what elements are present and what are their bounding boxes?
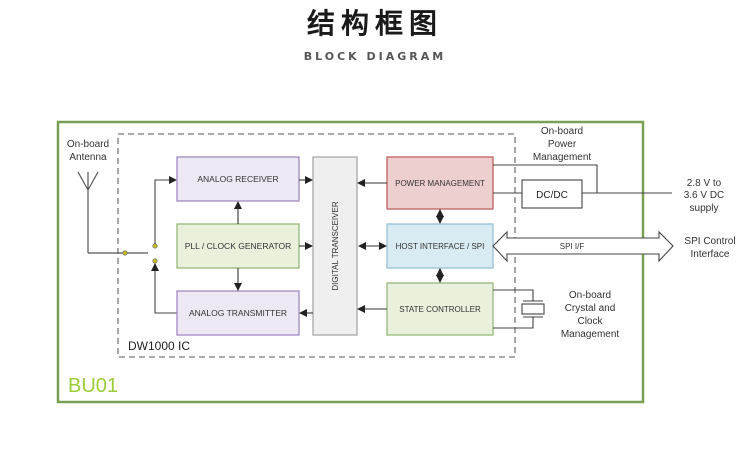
antenna-icon: [77, 171, 148, 254]
pm-bypass-line: [493, 164, 598, 193]
junction-dot: [122, 250, 128, 256]
tx-path: [151, 263, 177, 314]
ic-label: DW1000 IC: [128, 339, 190, 353]
power-label-line3: Management: [533, 152, 592, 163]
crystal-label-line3: Clock: [577, 316, 603, 327]
supply-label-line2: 3.6 V DC: [684, 190, 725, 201]
rx-path: [154, 176, 177, 244]
spi-if-label: SPI I/F: [560, 242, 585, 251]
page-title: 结构框图: [306, 7, 443, 40]
digital-transceiver-block: DIGITAL TRANSCEIVER: [312, 156, 358, 336]
crystal-label-line1: On-board: [569, 290, 611, 301]
pll-clock-label: PLL / CLOCK GENERATOR: [185, 241, 292, 251]
switch-contact-rx: [152, 243, 158, 249]
power-label-line1: On-board: [541, 126, 583, 137]
power-management-block: POWER MANAGEMENT: [386, 156, 494, 210]
supply-label-line1: 2.8 V to: [687, 178, 722, 189]
switch-contact-tx: [152, 258, 158, 264]
state-controller-block: STATE CONTROLLER: [386, 282, 494, 336]
spi-control-label-line1: SPI Control: [684, 236, 735, 247]
pll-clock-block: PLL / CLOCK GENERATOR: [176, 223, 300, 269]
supply-label-line3: supply: [690, 203, 719, 214]
analog-receiver-block: ANALOG RECEIVER: [176, 156, 300, 202]
state-controller-label: STATE CONTROLLER: [399, 305, 481, 314]
host-interface-block: HOST INTERFACE / SPI: [386, 223, 494, 269]
dcdc-block: DC/DC: [521, 179, 583, 209]
analog-transmitter-block: ANALOG TRANSMITTER: [176, 290, 300, 336]
analog-receiver-label: ANALOG RECEIVER: [197, 174, 278, 184]
spi-control-label-line2: Interface: [691, 249, 730, 260]
board-name: BU01: [68, 375, 118, 397]
antenna-label-line1: On-board: [67, 139, 109, 150]
crystal-label-line2: Crystal and: [565, 303, 616, 314]
dcdc-label: DC/DC: [536, 190, 568, 201]
power-management-label: POWER MANAGEMENT: [395, 179, 485, 188]
antenna-label-line2: Antenna: [69, 152, 107, 163]
board-outline: [56, 120, 645, 404]
page-subtitle: BLOCK DIAGRAM: [303, 50, 447, 63]
analog-transmitter-label: ANALOG TRANSMITTER: [189, 308, 287, 318]
crystal-label-line4: Management: [561, 329, 620, 340]
host-interface-label: HOST INTERFACE / SPI: [396, 242, 485, 251]
digital-transceiver-label: DIGITAL TRANSCEIVER: [331, 201, 340, 290]
power-label-line2: Power: [548, 139, 577, 150]
spi-bus-arrow: [492, 230, 674, 263]
crystal-icon: [493, 289, 545, 329]
